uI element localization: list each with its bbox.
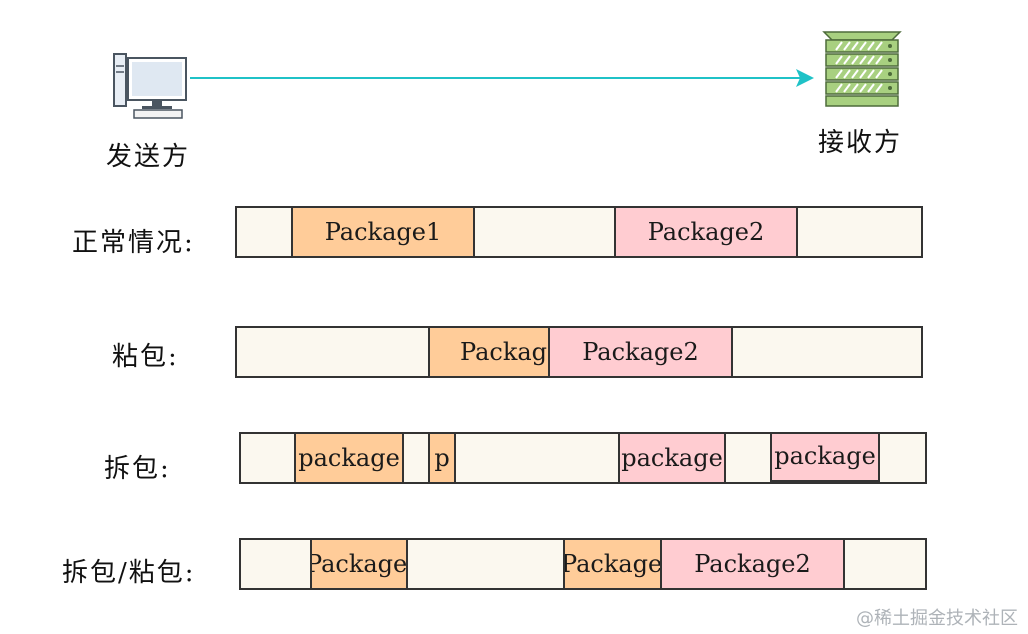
package-segment: Package2 — [614, 208, 798, 256]
receiver-label: 接收方 — [818, 128, 903, 158]
package-segment: Package2 — [660, 540, 845, 588]
row-label-split: 拆包: — [104, 454, 171, 484]
stream-track-sticky: Packag Package2 — [235, 326, 923, 378]
server-icon — [822, 30, 902, 108]
package-segment: package — [770, 434, 880, 482]
package-segment: Packag — [428, 328, 550, 376]
transmission-arrow — [188, 66, 818, 90]
row-label-sticky: 粘包: — [112, 342, 179, 372]
stream-track-split: package p package package — [239, 432, 927, 484]
watermark: @稀土掘金技术社区 — [856, 608, 1018, 629]
computer-icon — [112, 52, 188, 122]
sender-label: 发送方 — [106, 142, 191, 172]
stream-track-normal: Package1 Package2 — [235, 206, 923, 258]
stream-track-split-sticky: Package Package Package2 — [239, 538, 927, 590]
package-segment: p — [428, 434, 456, 482]
package-segment: Package — [310, 540, 408, 588]
row-label-split-sticky: 拆包/粘包: — [62, 558, 196, 588]
package-segment: package — [294, 434, 404, 482]
package-segment: Package2 — [548, 328, 733, 376]
row-label-normal: 正常情况: — [72, 228, 195, 258]
package-segment: Package1 — [291, 208, 475, 256]
package-segment: Package — [563, 540, 663, 588]
package-segment: package — [618, 434, 726, 482]
